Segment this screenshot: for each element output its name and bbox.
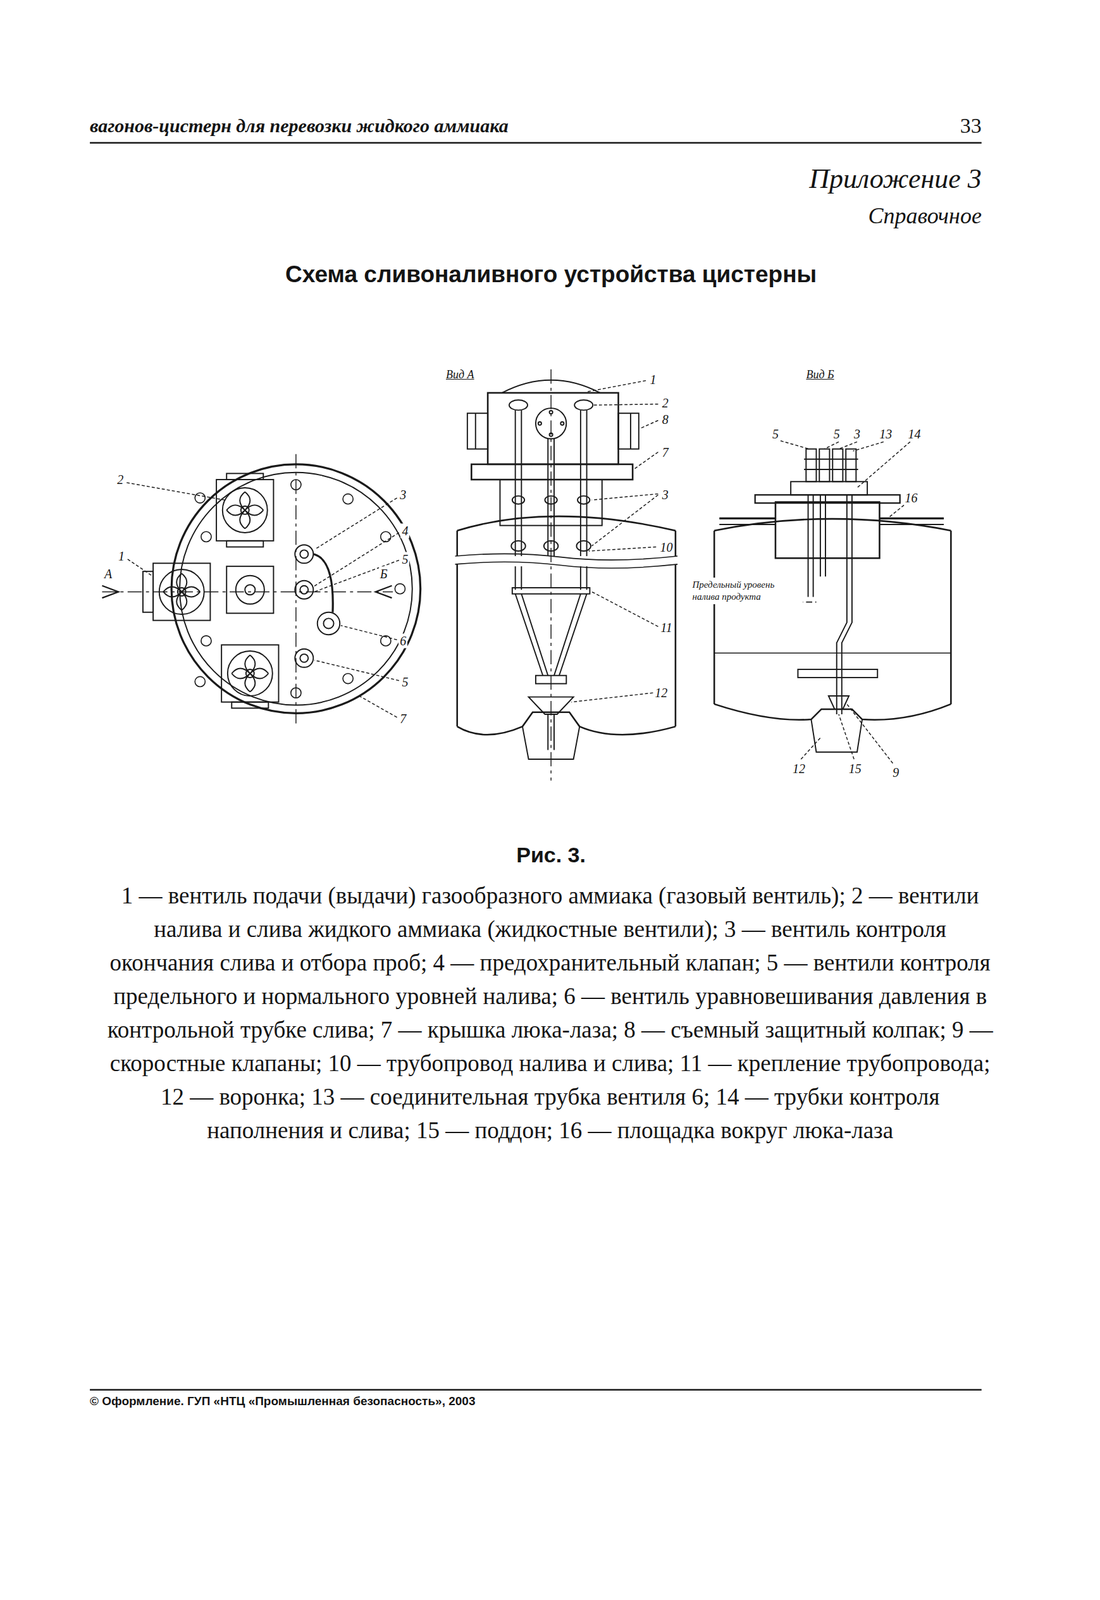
- section-view-a: [455, 369, 679, 781]
- appendix-status: Справочное: [868, 203, 982, 229]
- callout-number: 5: [771, 426, 780, 441]
- callout-number: 9: [891, 765, 901, 780]
- callout-number: 12: [653, 685, 669, 701]
- callout-number: 15: [847, 760, 863, 776]
- callout-number: 1: [117, 549, 126, 564]
- figure-caption: Рис. 3.: [516, 842, 586, 868]
- figure-title: Схема сливоналивного устройства цистерны: [285, 261, 817, 289]
- callout-number: 2: [661, 395, 670, 411]
- level-note: Предельный уровень налива продукта: [690, 577, 803, 605]
- figure-legend-text: 1 — вентиль подачи (выдачи) газообразног…: [101, 878, 1000, 1147]
- callout-number: 6: [398, 633, 408, 649]
- callout-number: 2: [115, 472, 125, 488]
- callout-number: 7: [398, 710, 408, 726]
- callout-number: 11: [659, 620, 674, 636]
- view-label: Вид Б: [805, 368, 834, 382]
- appendix-heading: Приложение 3: [809, 163, 982, 196]
- footer-copyright: © Оформление. ГУП «НТЦ «Промышленная без…: [89, 1394, 476, 1409]
- callout-number: 14: [906, 426, 922, 441]
- callout-number: 5: [400, 674, 410, 689]
- callout-number: 3: [661, 487, 670, 503]
- callout-number: 13: [877, 426, 894, 441]
- running-header: вагонов-цистерн для перевозки жидкого ам…: [89, 115, 509, 138]
- callout-number: 4: [400, 523, 410, 538]
- callout-number: 8: [661, 412, 670, 427]
- callout-number: 5: [400, 552, 410, 567]
- callout-number: 1: [648, 372, 658, 388]
- callout-number: 5: [832, 426, 842, 441]
- view-marker: Б: [378, 566, 390, 581]
- plan-view: [101, 454, 421, 727]
- callout-number: 10: [658, 539, 674, 555]
- page-number: 33: [960, 113, 982, 138]
- callout-number: 16: [903, 490, 920, 506]
- view-marker: А: [103, 566, 114, 581]
- callout-number: 3: [852, 426, 862, 441]
- callout-number: 12: [791, 760, 807, 776]
- callout-number: 3: [398, 487, 408, 503]
- view-label: Вид А: [445, 368, 475, 382]
- callout-number: 7: [661, 444, 670, 460]
